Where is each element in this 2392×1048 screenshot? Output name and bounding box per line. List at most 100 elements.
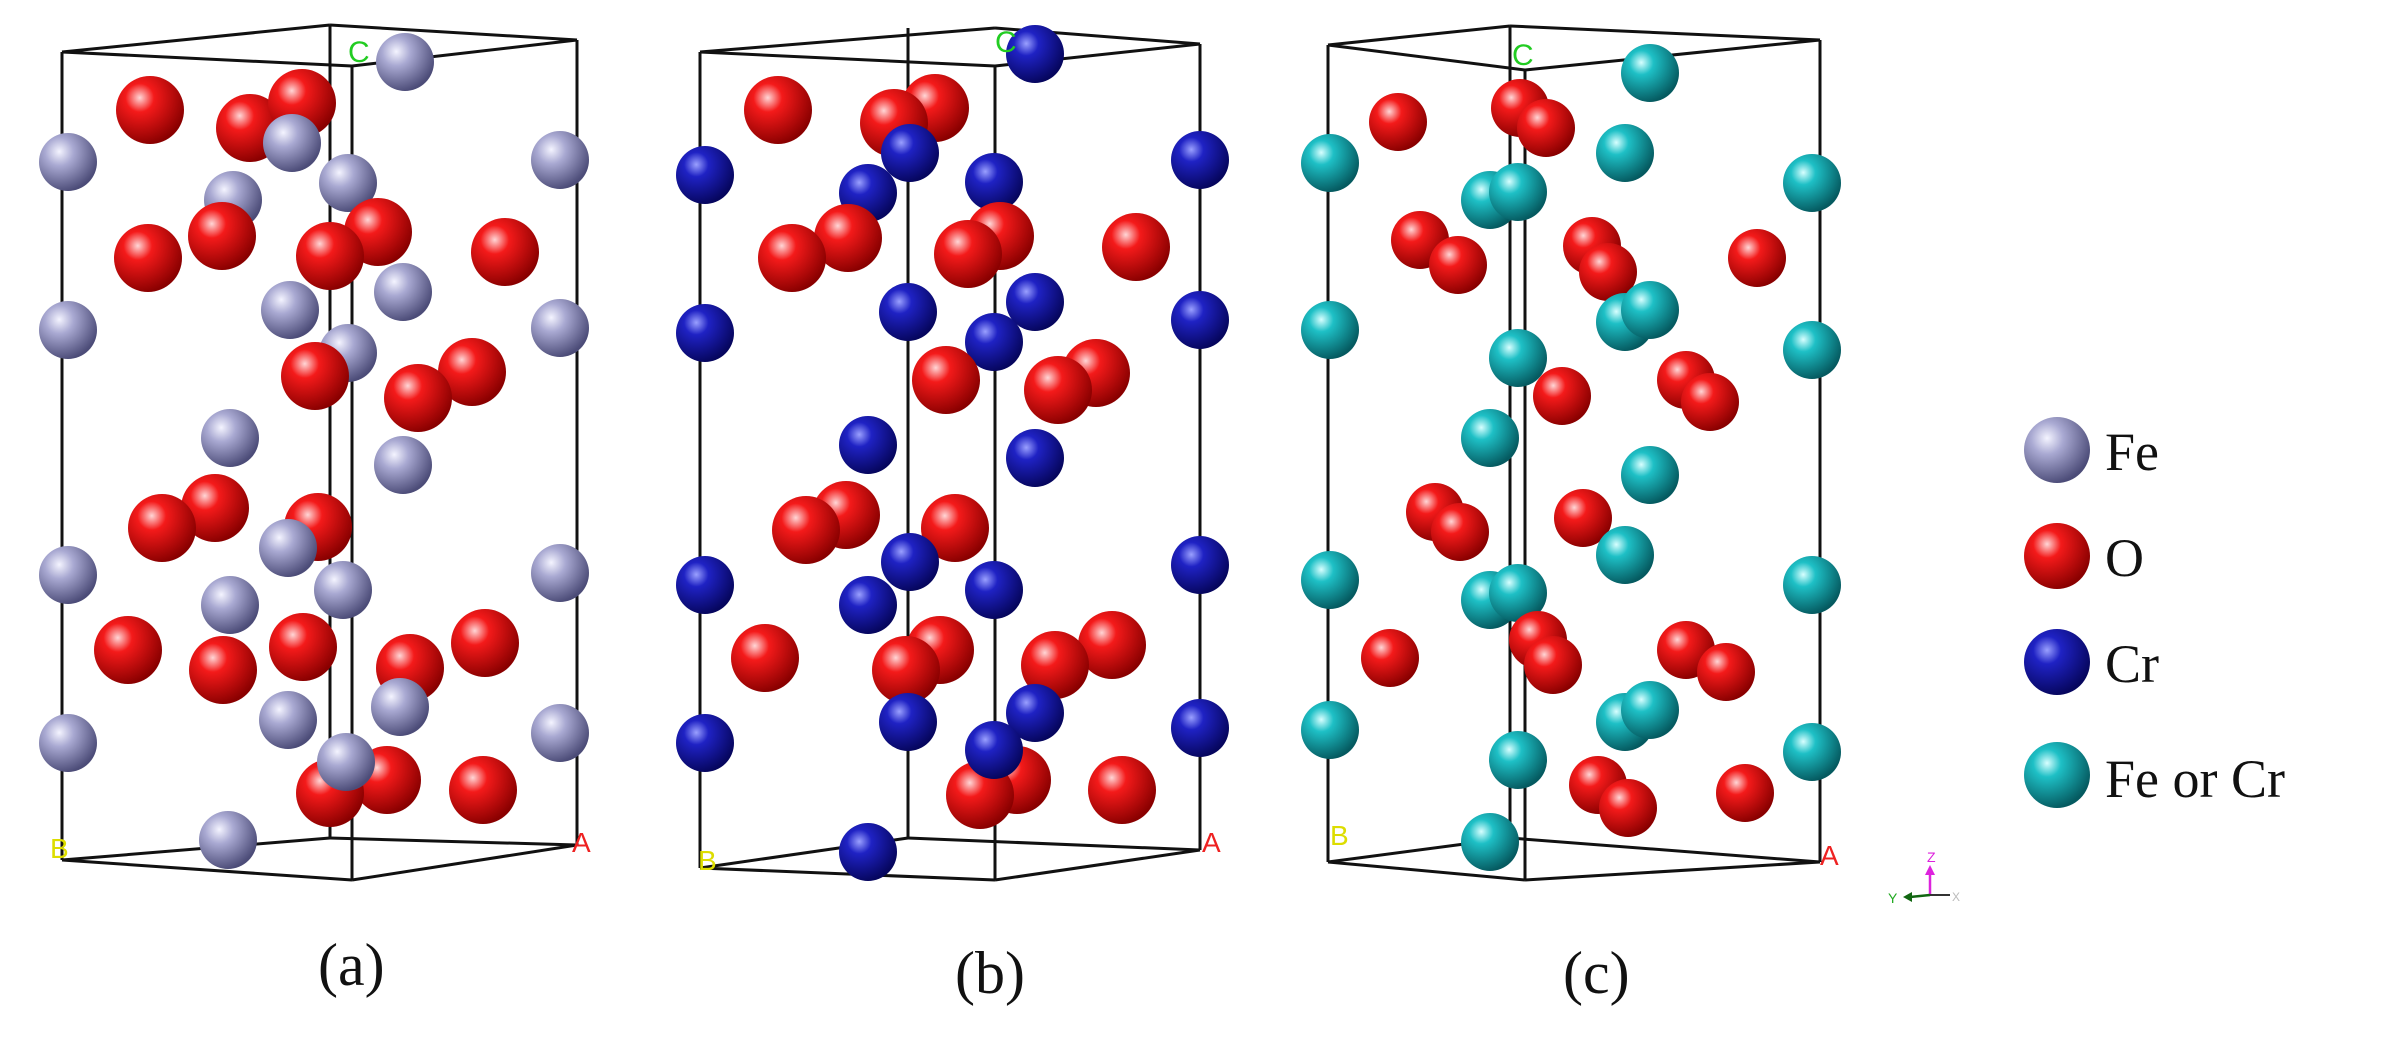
o-atom [1533, 367, 1591, 425]
o-atom [1078, 611, 1146, 679]
fe-or-cr-atom [1621, 681, 1679, 739]
fe-or-cr-atom [1783, 154, 1841, 212]
legend-label: O [2105, 528, 2144, 588]
o-atom [921, 494, 989, 562]
o-atom [758, 224, 826, 292]
y-axis-icon [1909, 893, 1931, 899]
fe-atom [531, 299, 589, 357]
cell-edge [1509, 836, 1821, 864]
fe-atom [531, 704, 589, 762]
cr-atom [1171, 291, 1229, 349]
cell-edge [351, 843, 578, 882]
o-atom [1088, 756, 1156, 824]
panel-caption: (b) [955, 940, 1025, 1006]
z-arrow-icon [1925, 865, 1935, 875]
fe-atom [201, 409, 259, 467]
fe-atom [371, 678, 429, 736]
fe-or-cr-atom [1596, 124, 1654, 182]
o-atom [1369, 93, 1427, 151]
axis-label-a: A [1820, 840, 1839, 871]
fe-or-cr-atom [1489, 731, 1547, 789]
cr-atom [1006, 25, 1064, 83]
o-atom [1728, 229, 1786, 287]
fe-atom [317, 733, 375, 791]
o-atom [1579, 243, 1637, 301]
o-atom [438, 338, 506, 406]
cell-edge [1327, 860, 1526, 882]
cr-atom [676, 714, 734, 772]
panel-b: C B A (b) [676, 25, 1229, 1006]
o-atom [744, 76, 812, 144]
cell-edge [61, 23, 331, 54]
cr-atom-icon [2024, 629, 2090, 695]
o-atom [872, 636, 940, 704]
fe-or-cr-atom [1301, 134, 1359, 192]
cr-atom [1171, 536, 1229, 594]
panel-caption: (a) [318, 932, 385, 998]
o-atom [731, 624, 799, 692]
o-atom [1517, 99, 1575, 157]
o-atom [1429, 236, 1487, 294]
cr-atom [965, 313, 1023, 371]
o-atom [1554, 489, 1612, 547]
o-atom [1021, 631, 1089, 699]
axis-label-c: C [348, 36, 370, 69]
panel-caption: (c) [1563, 940, 1630, 1006]
fe-or-cr-atom [1301, 551, 1359, 609]
legend-label: Fe [2105, 422, 2159, 482]
unit-cell-frame [698, 26, 1202, 882]
o-atom [1697, 643, 1755, 701]
triad-label-x: X [1952, 890, 1960, 904]
legend-label: Fe or Cr [2105, 749, 2285, 809]
cr-atom [1006, 429, 1064, 487]
axis-label-a: A [1202, 827, 1221, 858]
fe-or-cr-atom [1489, 564, 1547, 622]
fe-atom [39, 714, 97, 772]
atoms [39, 33, 589, 869]
legend: Fe O Cr Fe or Cr [2024, 417, 2285, 809]
axis-label-b: B [698, 845, 717, 876]
axis-label-b: B [1330, 820, 1349, 851]
fe-or-cr-atom [1621, 446, 1679, 504]
axis-label-c: C [995, 26, 1017, 59]
cr-atom [881, 533, 939, 591]
legend-item-fe: Fe [2024, 417, 2159, 483]
fe-atom [259, 519, 317, 577]
fe-atom [263, 114, 321, 172]
fe-or-cr-atom [1621, 44, 1679, 102]
cr-atom [965, 561, 1023, 619]
cell-edge [699, 866, 996, 882]
cell-edge [329, 23, 578, 42]
fe-atom [39, 133, 97, 191]
o-atom [269, 613, 337, 681]
fe-or-cr-atom [1461, 813, 1519, 871]
fe-atom-icon [2024, 417, 2090, 483]
panel-a: C B A (a) [39, 23, 591, 998]
o-atom [471, 218, 539, 286]
cell-edge [1524, 860, 1821, 882]
cr-atom [839, 823, 897, 881]
fe-atom [314, 561, 372, 619]
o-atom [449, 756, 517, 824]
cr-atom [879, 283, 937, 341]
cell-edge [1327, 24, 1511, 47]
fe-or-cr-atom [1783, 556, 1841, 614]
axis-label-b: B [50, 833, 69, 864]
cr-atom [1006, 684, 1064, 742]
cell-edge [61, 836, 331, 862]
cr-atom [1171, 131, 1229, 189]
panel-c: C B A (c) [1301, 24, 1841, 1006]
o-atom [1024, 356, 1092, 424]
y-arrow-icon [1903, 892, 1912, 902]
axis-triad: Z Y X [1888, 849, 1960, 906]
cr-atom [676, 146, 734, 204]
cr-atom [1171, 699, 1229, 757]
fe-or-cr-atom [1301, 301, 1359, 359]
o-atom [1431, 503, 1489, 561]
fe-or-cr-atom [1783, 321, 1841, 379]
o-atom [1361, 629, 1419, 687]
o-atom [181, 474, 249, 542]
fe-or-cr-atom [1301, 701, 1359, 759]
o-atom [1102, 213, 1170, 281]
legend-item-cr: Cr [2024, 629, 2159, 695]
